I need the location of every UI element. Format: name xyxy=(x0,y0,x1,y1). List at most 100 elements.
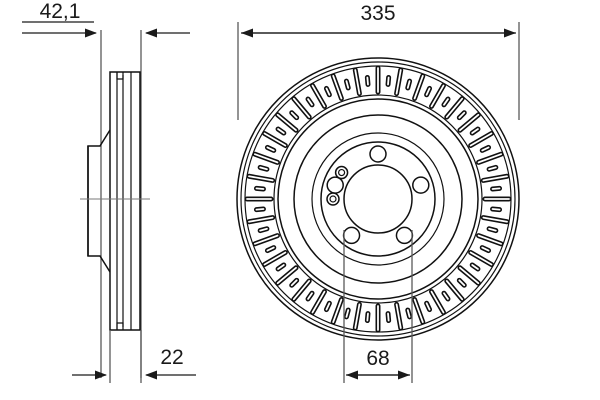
disc-friction-ring-outer xyxy=(240,61,516,337)
cooling-vane xyxy=(469,126,481,136)
cooling-vane xyxy=(490,185,502,192)
dimension-disc-diameter-label: 335 xyxy=(360,2,395,25)
cooling-vane xyxy=(375,66,381,95)
disc-vane-band-outer xyxy=(244,65,512,333)
disc-friction-ring-inner xyxy=(277,98,479,300)
cooling-vane xyxy=(305,290,315,302)
cooling-vane xyxy=(252,151,280,165)
cooling-vane xyxy=(490,206,502,213)
dimension-disc-thickness-label: 22 xyxy=(160,346,183,369)
dimension-overall-depth-label: 42,1 xyxy=(40,0,81,23)
disc-hat-outer xyxy=(293,114,463,284)
cooling-vane xyxy=(352,67,362,97)
cooling-vane xyxy=(275,112,299,133)
cooling-vane xyxy=(254,185,266,192)
cooling-vane xyxy=(444,96,465,120)
cooling-vane xyxy=(245,196,274,202)
cooling-vane xyxy=(289,277,300,288)
cooling-vane xyxy=(457,112,481,133)
cooling-vane xyxy=(476,233,504,247)
centre-bore xyxy=(343,164,413,234)
disc-outer-edge xyxy=(236,57,520,341)
cooling-vane xyxy=(375,303,381,332)
side-view-hat-top-profile xyxy=(87,129,111,200)
side-view-group: 42,1 22 xyxy=(22,0,196,383)
cooling-vane xyxy=(480,173,510,183)
bolt-hole xyxy=(326,176,344,194)
cooling-vane xyxy=(323,85,332,98)
dimension-overall-depth: 42,1 xyxy=(22,0,190,38)
cooling-vane xyxy=(343,307,351,320)
cooling-vane xyxy=(262,131,288,148)
cooling-vane xyxy=(264,144,277,153)
cooling-vane xyxy=(310,289,327,315)
cooling-vane xyxy=(257,164,270,172)
cooling-vane xyxy=(385,311,392,323)
cooling-vane xyxy=(412,73,426,101)
locating-pin-inner xyxy=(337,168,346,177)
cooling-vane xyxy=(482,196,511,202)
dimension-centre-bore: 68 xyxy=(343,230,413,383)
cooling-vane xyxy=(479,144,492,153)
dimension-centre-bore-label: 68 xyxy=(366,347,389,370)
cooling-vane xyxy=(343,78,351,91)
cooling-vane xyxy=(486,226,499,234)
cooling-vane xyxy=(291,96,312,120)
cooling-vane xyxy=(246,173,276,183)
cooling-vane xyxy=(468,250,494,267)
cooling-vane xyxy=(264,245,277,254)
bolt-hole xyxy=(395,226,414,245)
cooling-vane xyxy=(289,110,300,121)
cooling-vane xyxy=(405,307,413,320)
cooling-vane xyxy=(246,215,276,225)
cooling-vane xyxy=(429,289,446,315)
cooling-vane xyxy=(405,78,413,91)
front-view-group: 335 68 xyxy=(236,2,520,383)
disc-vane-band-inner xyxy=(273,94,483,304)
cooling-vane xyxy=(275,126,287,136)
cooling-vane xyxy=(257,226,270,234)
side-view-disc-ring xyxy=(109,71,141,331)
cooling-vane xyxy=(480,215,510,225)
cooling-vane xyxy=(456,277,467,288)
side-view-bottom-notch xyxy=(116,322,124,330)
cooling-vane xyxy=(394,301,404,331)
cooling-vane xyxy=(291,278,312,302)
bolt-hole xyxy=(369,145,387,163)
cooling-vane xyxy=(330,73,344,101)
cooling-vane xyxy=(444,278,465,302)
cooling-vane-pattern xyxy=(245,66,511,332)
cooling-vane xyxy=(424,300,433,313)
cooling-vane xyxy=(275,265,299,286)
bolt-hole-group xyxy=(326,145,430,245)
cooling-vane xyxy=(352,301,362,331)
dimension-disc-diameter: 335 xyxy=(237,2,520,120)
cooling-vane xyxy=(468,131,494,148)
disc-hat-step xyxy=(311,132,445,266)
cooling-vane xyxy=(457,265,481,286)
cooling-vane xyxy=(364,311,371,323)
cooling-vane xyxy=(364,75,371,87)
locating-pin-outer xyxy=(334,165,349,180)
cooling-vane xyxy=(441,290,451,302)
cooling-vane xyxy=(323,300,332,313)
cooling-vane xyxy=(441,96,451,108)
cooling-vane xyxy=(310,83,327,109)
cooling-vane xyxy=(252,233,280,247)
cooling-vane xyxy=(456,110,467,121)
locating-pin-inner xyxy=(329,195,337,203)
cooling-vane xyxy=(254,206,266,213)
locating-pin-outer xyxy=(326,192,340,206)
dimension-disc-thickness: 22 xyxy=(72,330,196,383)
cooling-vane xyxy=(275,262,287,272)
side-view-top-notch xyxy=(116,72,124,80)
cooling-vane xyxy=(412,297,426,325)
bolt-hole xyxy=(412,176,430,194)
cooling-vane xyxy=(479,245,492,254)
cooling-vane xyxy=(330,297,344,325)
cooling-vane xyxy=(262,250,288,267)
cooling-vane xyxy=(486,164,499,172)
side-view-hat-bottom-profile xyxy=(87,200,111,273)
